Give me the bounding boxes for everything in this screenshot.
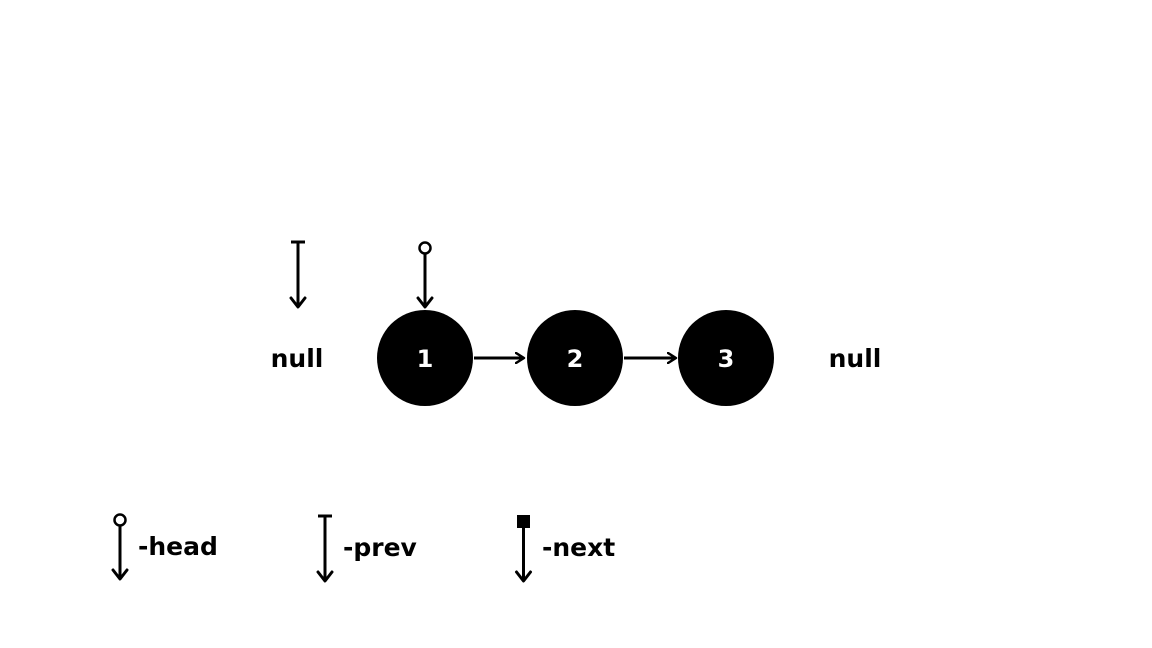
node-2: 2: [527, 310, 623, 406]
legend-head-icon: [111, 513, 129, 581]
node-3: 3: [678, 310, 774, 406]
node-3-label: 3: [718, 345, 735, 373]
legend: -head -prev -next: [111, 513, 615, 583]
head-pointer-icon: [416, 241, 434, 309]
node-2-label: 2: [567, 345, 584, 373]
left-null-label: null: [271, 344, 324, 373]
legend-prev-icon: [316, 514, 334, 583]
legend-head-label: -head: [138, 532, 218, 561]
node-1: 1: [377, 310, 473, 406]
right-null-label: null: [829, 344, 882, 373]
legend-next-icon: [515, 515, 532, 583]
legend-next-label: -next: [542, 533, 615, 562]
node-1-label: 1: [417, 345, 434, 373]
legend-prev-label: -prev: [343, 533, 417, 562]
prev-pointer-icon: [289, 240, 307, 309]
